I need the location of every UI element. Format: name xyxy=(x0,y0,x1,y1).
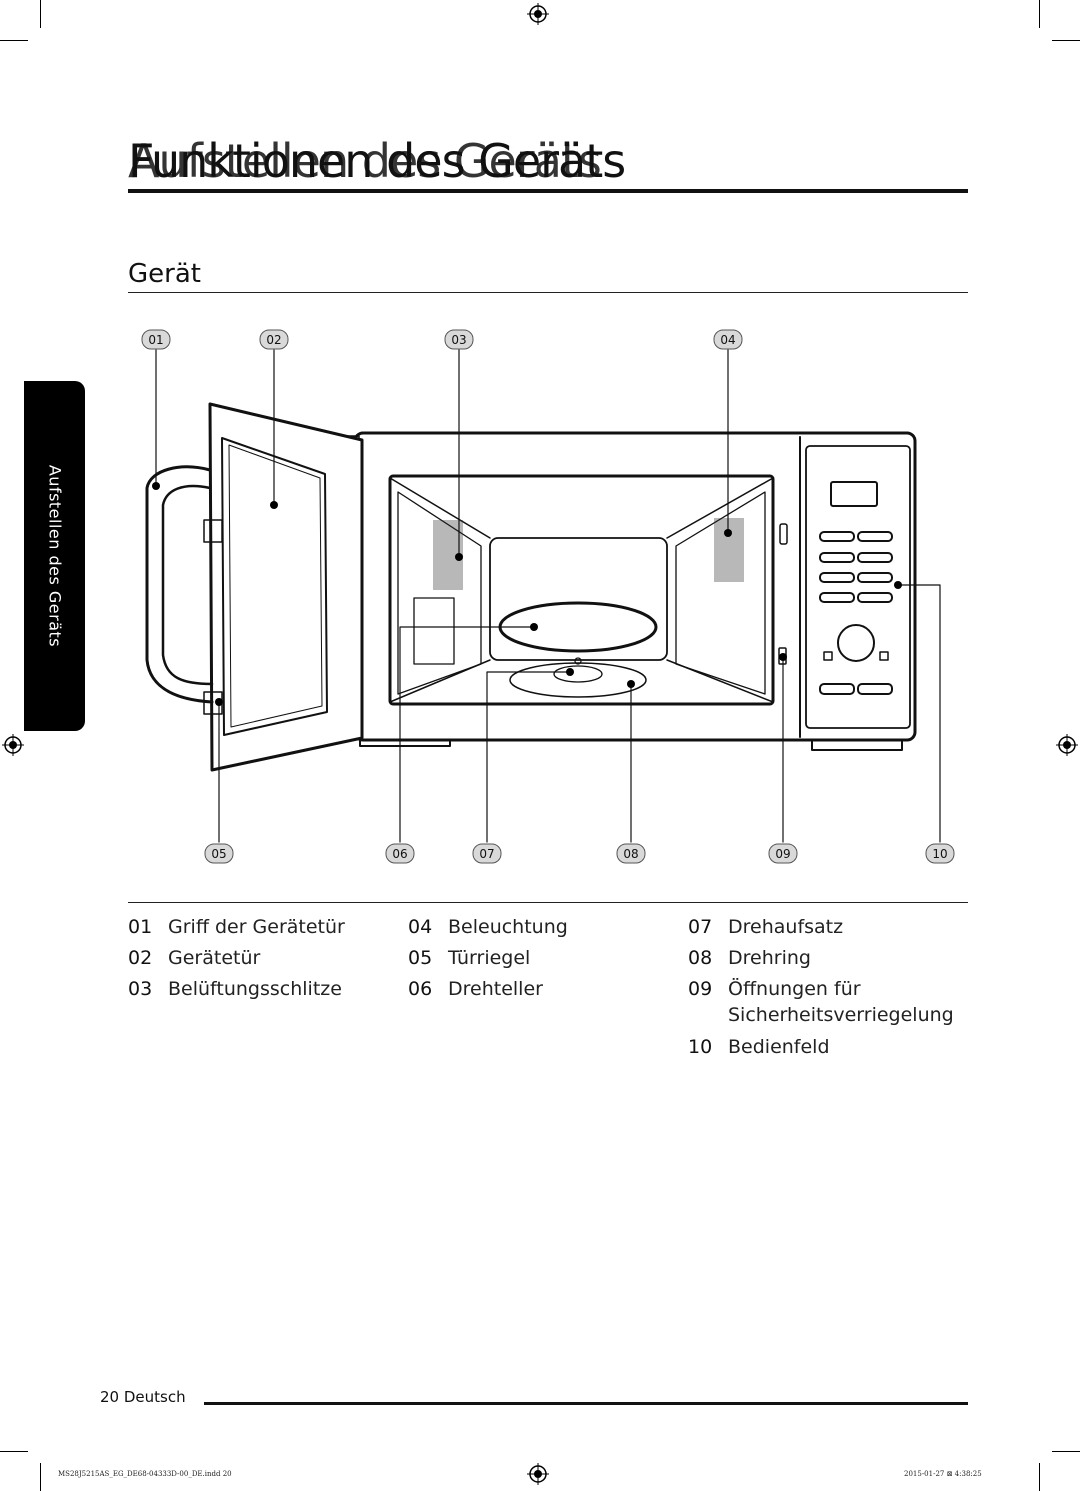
print-slug-left: MS28J5215AS_EG_DE68-04333D-00_DE.indd 20 xyxy=(58,1470,232,1478)
callout-03: 03 xyxy=(444,329,474,350)
svg-text:10: 10 xyxy=(932,847,947,861)
side-tab-label: Aufstellen des Geräts xyxy=(45,464,64,648)
registration-mark-icon xyxy=(1056,734,1078,756)
registration-mark-icon xyxy=(527,1463,549,1485)
legend-text-line: Sicherheitsverriegelung xyxy=(728,1004,954,1026)
callout-06: 06 xyxy=(385,843,415,864)
legend-text-line: Öffnungen für xyxy=(728,978,861,1000)
crop-mark xyxy=(0,1451,28,1452)
crop-mark xyxy=(1039,0,1040,28)
callout-02: 02 xyxy=(259,329,289,350)
registration-mark-icon xyxy=(527,3,549,25)
svg-text:08: 08 xyxy=(623,847,638,861)
svg-text:02: 02 xyxy=(266,333,281,347)
crop-mark xyxy=(40,1463,41,1491)
title-rule xyxy=(128,189,968,193)
section-rule xyxy=(128,292,968,293)
legend-rule xyxy=(128,902,968,903)
crop-mark xyxy=(40,0,41,28)
svg-text:09: 09 xyxy=(775,847,790,861)
microwave-diagram: 01 02 03 04 05 06 07 08 09 10 xyxy=(141,329,955,864)
crop-mark xyxy=(1052,1451,1080,1452)
crop-mark xyxy=(1052,40,1080,41)
svg-text:04: 04 xyxy=(720,333,735,347)
callout-10: 10 xyxy=(925,843,955,864)
registration-mark-icon xyxy=(2,734,24,756)
svg-text:05: 05 xyxy=(211,847,226,861)
side-tab: Aufstellen des Geräts xyxy=(24,381,85,731)
page-number: 20 Deutsch xyxy=(100,1388,186,1406)
callout-01: 01 xyxy=(141,329,171,350)
callout-05: 05 xyxy=(204,843,234,864)
crop-mark xyxy=(0,40,28,41)
footer-rule xyxy=(204,1402,968,1405)
section-heading: Gerät xyxy=(128,259,201,289)
page-title: Aufstellen des Geräts xyxy=(128,134,602,188)
svg-text:03: 03 xyxy=(451,333,466,347)
callout-04: 04 xyxy=(713,329,743,350)
svg-text:06: 06 xyxy=(392,847,407,861)
callout-07: 07 xyxy=(472,843,502,864)
crop-mark xyxy=(1039,1463,1040,1491)
callout-09: 09 xyxy=(768,843,798,864)
print-slug-right: 2015-01-27 ⊠ 4:38:25 xyxy=(904,1470,982,1478)
svg-text:01: 01 xyxy=(148,333,163,347)
svg-text:07: 07 xyxy=(479,847,494,861)
callout-08: 08 xyxy=(616,843,646,864)
page-title-back: Funktionen des Geräts xyxy=(128,134,626,188)
